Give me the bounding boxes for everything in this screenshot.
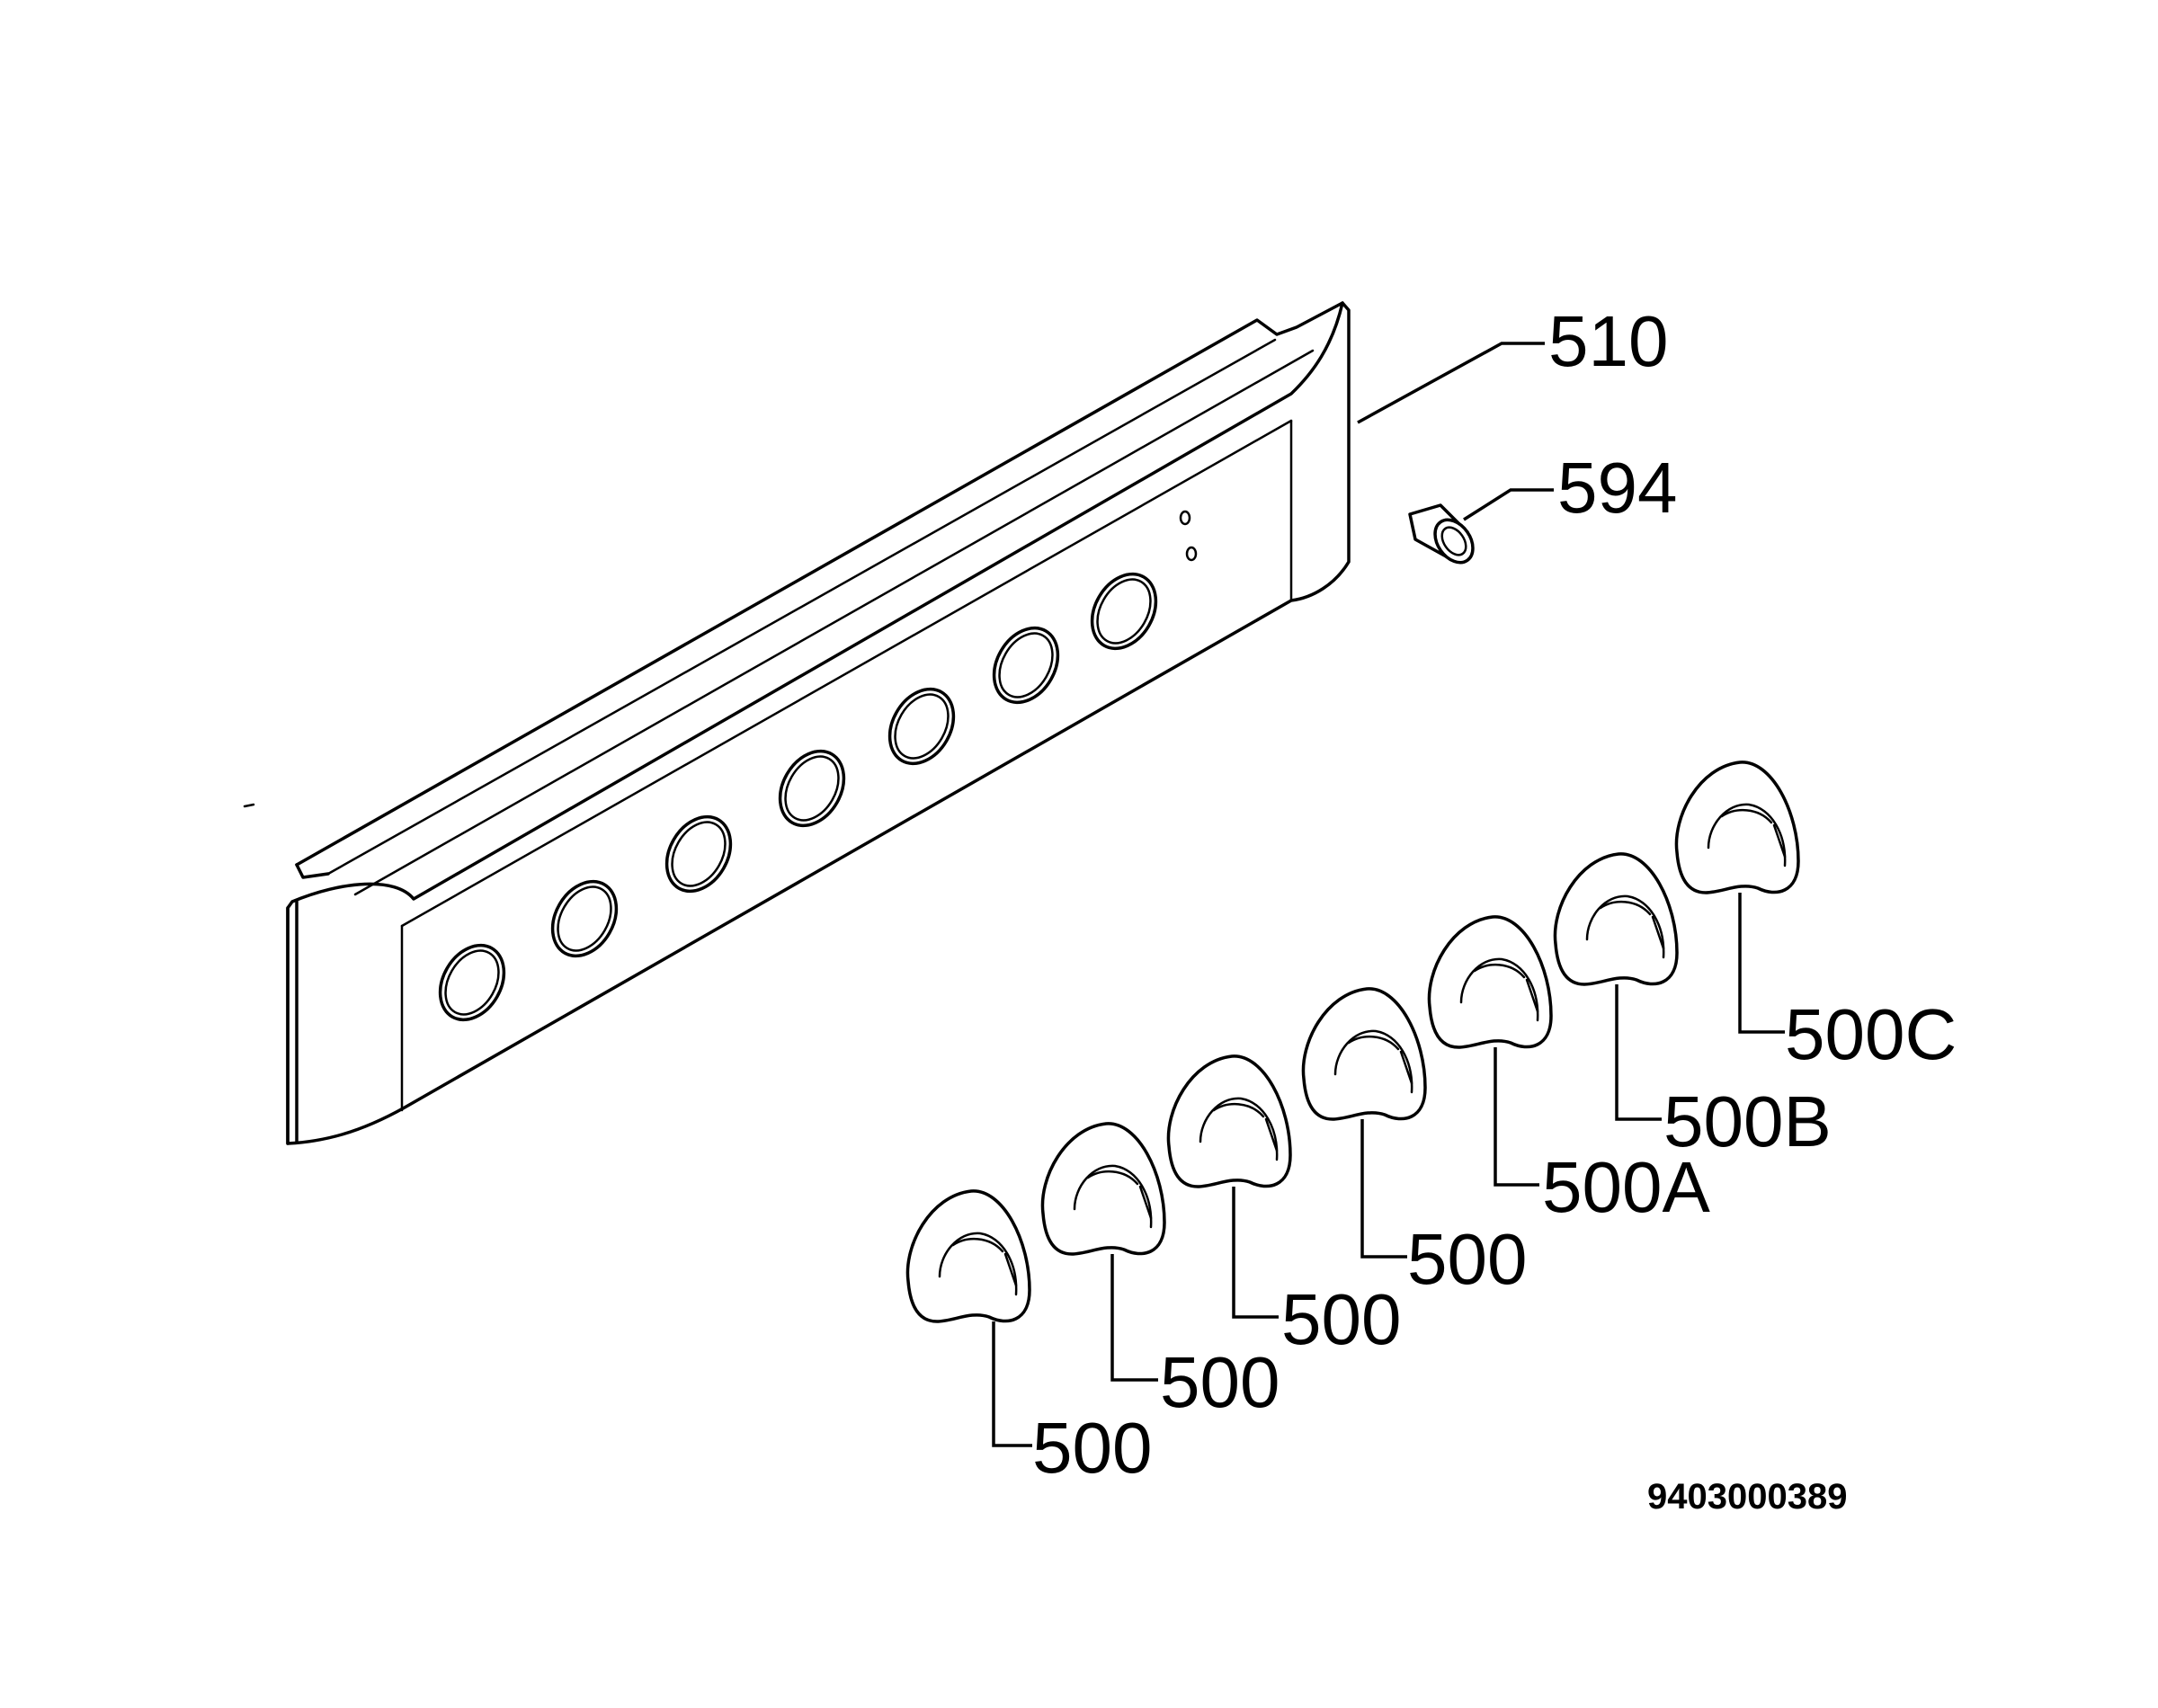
part-label-knob-7: 500C [1785,994,1957,1074]
part-label-594: 594 [1557,448,1677,528]
knob [1427,915,1553,1049]
control-panel [286,301,1351,1145]
knob [1166,1054,1292,1188]
part-label-knob-1: 500 [1032,1408,1152,1488]
part-label-knob-2: 500 [1160,1342,1280,1422]
part-label-knob-6: 500B [1663,1081,1832,1161]
knob [1301,987,1427,1121]
knob [1674,761,1800,894]
document-number: 9403000389 [1647,1477,1847,1517]
knob [1553,852,1679,986]
indicator-lamp [1408,503,1475,565]
knob [1040,1122,1166,1256]
panel-knob-holes [438,572,1158,1022]
knob [905,1189,1031,1323]
part-label-510: 510 [1548,301,1668,381]
part-label-knob-3: 500 [1281,1279,1401,1359]
part-label-knob-4: 500 [1407,1219,1527,1299]
part-label-knob-5: 500A [1542,1147,1710,1227]
